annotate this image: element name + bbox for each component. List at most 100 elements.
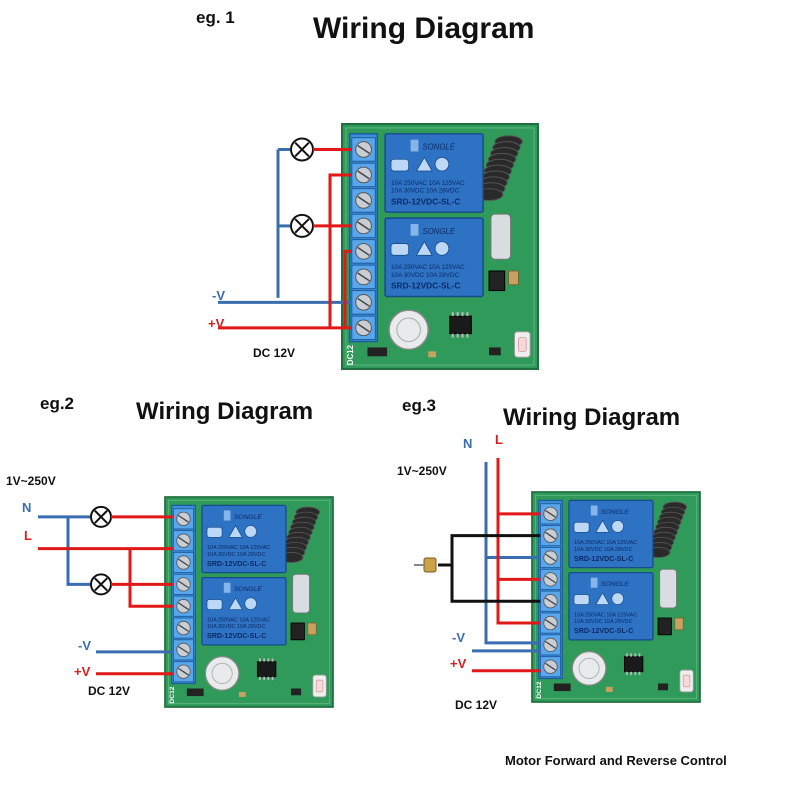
cert-mark	[415, 156, 433, 172]
eg3-label: eg.3	[402, 396, 437, 415]
relay-body	[201, 504, 287, 574]
relay-brand: SONGLE	[422, 142, 455, 151]
relay-model: SRD-12VDC-SL-C	[391, 196, 460, 206]
ic-pin	[267, 658, 270, 662]
ic-pin	[626, 671, 628, 676]
ic-pin	[638, 653, 641, 657]
capacitor-top	[211, 662, 233, 684]
ic-pin	[456, 312, 459, 317]
screw-slot	[178, 514, 189, 523]
lamp-cross	[294, 218, 310, 234]
relay-body	[384, 217, 484, 298]
cert-mark	[595, 519, 610, 533]
relay-brand: SONGLE	[601, 581, 630, 588]
eg1-lamp-2	[290, 213, 314, 238]
cert-mark	[228, 524, 243, 538]
relay-model: SRD-12VDC-SL-C	[574, 627, 633, 635]
eg2-l-label: L	[24, 528, 32, 543]
ic-pin	[259, 658, 261, 662]
cert-mark	[611, 520, 624, 533]
cert-mark	[434, 241, 450, 256]
cert-mark	[244, 525, 257, 538]
ic-pin	[461, 333, 464, 338]
smd-part	[238, 691, 246, 697]
eg3-power-label: DC 12V	[455, 698, 498, 712]
ic-pin	[634, 671, 637, 676]
relay-logo	[223, 510, 231, 521]
cert-mark	[390, 158, 410, 172]
lamp-cross	[94, 509, 108, 524]
eg1-minus-label: -V	[212, 288, 225, 303]
eg3-motor-wire-top	[438, 534, 541, 567]
capacitor	[388, 309, 429, 351]
relay-logo	[410, 223, 419, 236]
relay-rating-1: 10A 250VAC 10A 125VAC	[574, 612, 637, 618]
relay-model: SRD-12VDC-SL-C	[207, 560, 266, 568]
relay-rating-2: 10A 30VDC 10A 28VDC	[207, 624, 266, 630]
ic-pin	[259, 676, 261, 681]
smd-part	[658, 683, 669, 691]
eg2-label: eg.2	[40, 394, 75, 413]
board-label: DC12	[346, 344, 355, 365]
eg1-lamp-1	[290, 137, 314, 162]
screw-slot	[357, 323, 370, 333]
screw-slot	[357, 246, 370, 256]
eg1-red-bus-outer	[328, 173, 352, 328]
cert-mark	[611, 592, 624, 605]
eg3-n-label: N	[463, 436, 473, 451]
cert-mark	[206, 526, 223, 538]
screw-slot	[357, 170, 370, 180]
eg2-lamp-2	[90, 573, 112, 596]
screw-slot	[178, 645, 189, 654]
ic-pin	[451, 312, 454, 317]
crystal	[292, 573, 310, 614]
relay-rating-1: 10A 250VAC 10A 125VAC	[207, 545, 270, 551]
relay-logo	[410, 139, 419, 152]
antenna-coil	[278, 506, 320, 563]
screw-slot	[178, 580, 189, 589]
relay-body	[568, 499, 654, 569]
relay-brand: SONGLE	[234, 586, 263, 593]
ic-pin	[630, 653, 632, 657]
relay-rating-1: 10A 250VAC 10A 125VAC	[574, 540, 637, 546]
eg2-board: SONGLE 10A 250VAC 10A 125VAC 10A 30VDC 10A…	[164, 496, 334, 708]
board-label: DC12	[536, 681, 543, 698]
screw-slot	[545, 597, 556, 606]
smd-part	[489, 347, 501, 356]
screw-slot	[178, 536, 189, 545]
eg1-power-label: DC 12V	[253, 346, 296, 360]
eg1-title: Wiring Diagram	[313, 12, 535, 45]
ic-pin	[630, 671, 632, 676]
eg2-n-branch	[66, 516, 90, 586]
eg3-caption: Motor Forward and Reverse Control	[505, 753, 727, 768]
pcb-edge	[167, 499, 331, 705]
screw-slot	[178, 624, 189, 632]
cert-mark	[228, 597, 243, 610]
board-label: DC12	[169, 686, 176, 703]
screw-slot	[357, 272, 370, 282]
ic-pin	[263, 676, 265, 681]
diode	[367, 347, 388, 357]
relay-rating-1: 10A 250VAC 10A 125VAC	[391, 180, 465, 187]
motor-body	[423, 557, 437, 573]
screw-slot	[545, 619, 556, 627]
capacitor-top	[578, 657, 600, 679]
relay-rating-2: 10A 30VDC 10A 28VDC	[574, 547, 633, 553]
transistor	[657, 617, 672, 636]
screw-slot	[357, 195, 370, 205]
screw-slot	[545, 575, 556, 584]
relay-body	[201, 577, 287, 646]
crystal	[659, 568, 677, 609]
lamp-cross	[294, 141, 310, 158]
capacitor-top	[396, 317, 421, 343]
eg2-l-branch	[128, 548, 174, 608]
eg3-motor-wire-bottom	[438, 563, 541, 603]
pcb-edge	[345, 127, 535, 366]
screw-slot	[545, 640, 556, 649]
relay-rating-2: 10A 30VDC 10A 28VDC	[391, 272, 460, 279]
cert-mark	[206, 599, 223, 610]
screw-slot	[178, 558, 189, 567]
cert-mark	[415, 240, 433, 256]
